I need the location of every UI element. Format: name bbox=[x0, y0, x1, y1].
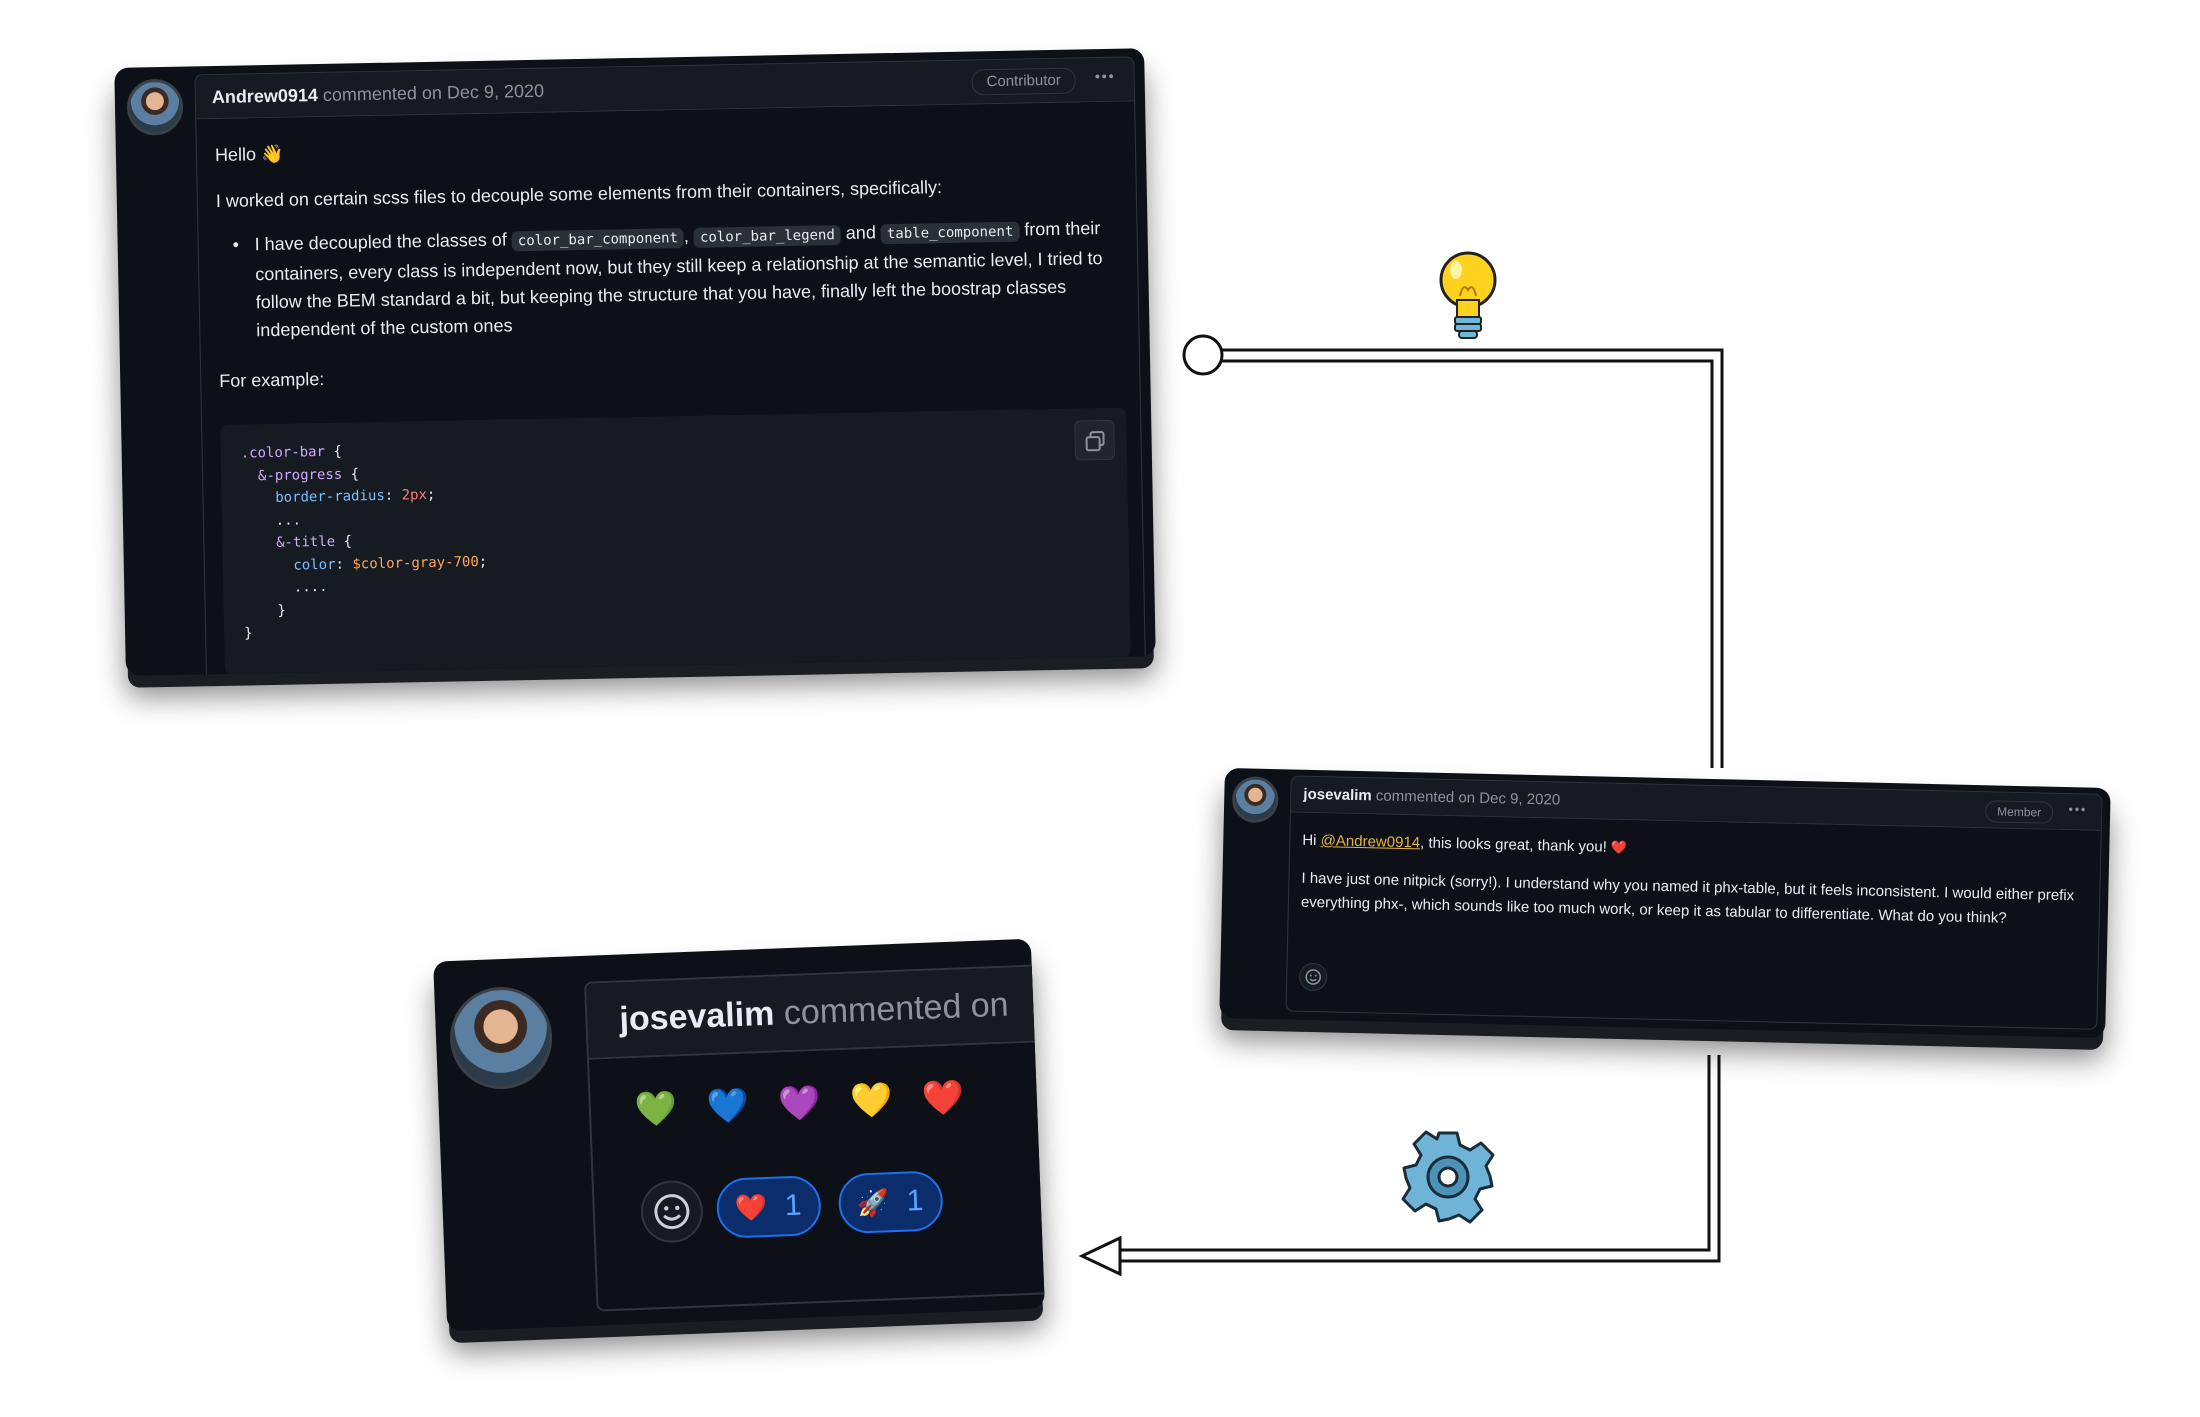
hi-text: Hi bbox=[1302, 831, 1317, 850]
comment-header: Andrew0914 commented on Dec 9, 2020 Cont… bbox=[195, 57, 1135, 120]
more-options-icon[interactable]: ••• bbox=[2068, 802, 2088, 817]
rocket-icon: 🚀 bbox=[856, 1187, 890, 1219]
inline-code-color-bar-component: color_bar_component bbox=[511, 228, 685, 252]
greeting-text: Hello bbox=[214, 144, 257, 166]
comment-card-josevalim-reply: josevalim commented on Dec 9, 2020 Membe… bbox=[1219, 767, 2111, 1039]
inline-code-color-bar-legend: color_bar_legend bbox=[693, 225, 842, 248]
copy-icon bbox=[1085, 431, 1105, 452]
comment-card-andrew: Andrew0914 commented on Dec 9, 2020 Cont… bbox=[114, 48, 1156, 676]
add-reaction-button[interactable] bbox=[1298, 962, 1328, 992]
reaction-picker: 💚 💙 💜 💛 ❤️ bbox=[634, 1077, 965, 1130]
heart-icon: ❤️ bbox=[734, 1191, 768, 1224]
flow-start-circle bbox=[1182, 334, 1224, 376]
bullet-prefix: I have decoupled the classes of bbox=[254, 229, 507, 255]
inline-code-table-component: table_component bbox=[880, 221, 1020, 245]
avatar bbox=[448, 985, 555, 1091]
more-options-icon[interactable]: ••• bbox=[1094, 67, 1116, 85]
comment-timestamp[interactable]: commented on Dec 9, 2020 bbox=[1375, 787, 1561, 809]
avatar bbox=[126, 78, 184, 136]
add-reaction-button[interactable] bbox=[639, 1179, 705, 1244]
code-block[interactable]: .color-bar { &-progress { border-radius:… bbox=[220, 407, 1131, 675]
thanks-text: , this looks great, thank you! bbox=[1419, 834, 1608, 856]
green-heart-icon[interactable]: 💚 bbox=[634, 1089, 679, 1129]
avatar bbox=[1231, 776, 1279, 824]
heart-icon: ❤️ bbox=[1610, 839, 1628, 856]
comment-header: josevalim commented on Dec 9, 2020 Membe… bbox=[1290, 776, 2102, 831]
lightbulb-icon bbox=[1439, 251, 1497, 339]
reaction-heart-button[interactable]: ❤️ 1 bbox=[715, 1174, 822, 1239]
member-badge: Member bbox=[1984, 800, 2054, 824]
smiley-icon bbox=[654, 1194, 690, 1230]
flow-arrow-head bbox=[1078, 1235, 1122, 1277]
comment-timestamp[interactable]: commented on Dec 9, 2020 bbox=[322, 80, 545, 105]
reaction-rocket-button[interactable]: 🚀 1 bbox=[837, 1170, 944, 1235]
contributor-badge: Contributor bbox=[971, 67, 1076, 96]
red-heart-icon[interactable]: ❤️ bbox=[921, 1078, 965, 1118]
comment-timestamp[interactable]: commented on bbox=[783, 985, 1010, 1033]
flow-line-bottom-inner bbox=[1120, 1055, 1721, 1263]
purple-heart-icon[interactable]: 💜 bbox=[777, 1083, 822, 1124]
example-label: For example: bbox=[219, 368, 325, 391]
nitpick-text: I have just one nitpick (sorry!). I unde… bbox=[1300, 869, 2075, 927]
intro-text: I worked on certain scss files to decoup… bbox=[215, 177, 943, 212]
reaction-count: 1 bbox=[784, 1188, 803, 1223]
comment-body: Hello 👋 I worked on certain scss files t… bbox=[215, 124, 1120, 395]
flow-line-bottom bbox=[1120, 1055, 1711, 1252]
smiley-icon bbox=[1305, 969, 1321, 985]
gear-icon bbox=[1401, 1130, 1495, 1224]
and-text: and bbox=[845, 222, 877, 243]
comment-card-josevalim-reactions: josevalim commented on 💚 💙 💜 💛 ❤️ ❤️ 1 🚀… bbox=[433, 938, 1045, 1332]
comma: , bbox=[683, 225, 690, 247]
flow-line-top-inner bbox=[1222, 359, 1714, 768]
blue-heart-icon[interactable]: 💙 bbox=[705, 1086, 750, 1127]
bullet-list-item: • I have decoupled the classes of color_… bbox=[216, 214, 1118, 345]
copy-button[interactable] bbox=[1074, 419, 1115, 461]
flow-line-top bbox=[1222, 348, 1724, 768]
author-link[interactable]: josevalim bbox=[1303, 785, 1372, 805]
yellow-heart-icon[interactable]: 💛 bbox=[849, 1081, 894, 1121]
waving-hand-icon: 👋 bbox=[260, 143, 284, 165]
comment-bubble: Andrew0914 commented on Dec 9, 2020 Cont… bbox=[194, 56, 1146, 676]
bullet-dot: • bbox=[232, 234, 240, 255]
comment-bubble: josevalim commented on 💚 💙 💜 💛 ❤️ ❤️ 1 🚀… bbox=[584, 963, 1045, 1312]
author-link[interactable]: Andrew0914 bbox=[211, 85, 319, 108]
comment-bubble: josevalim commented on Dec 9, 2020 Membe… bbox=[1285, 775, 2103, 1030]
author-link[interactable]: josevalim bbox=[618, 994, 776, 1039]
reaction-count: 1 bbox=[906, 1183, 924, 1218]
comment-header: josevalim commented on bbox=[586, 965, 1045, 1060]
mention-link[interactable]: @Andrew0914 bbox=[1320, 832, 1421, 852]
comment-body: Hi @Andrew0914, this looks great, thank … bbox=[1301, 829, 2093, 933]
